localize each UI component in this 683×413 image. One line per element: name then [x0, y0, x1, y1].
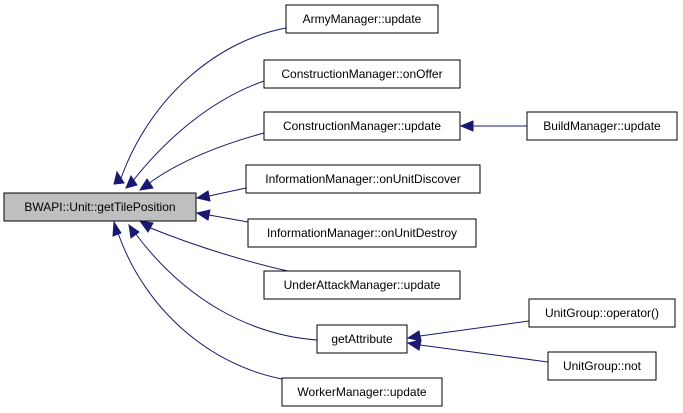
edge-info-discover-to-root [195, 187, 247, 202]
node-construction-update[interactable]: ConstructionManager::update [263, 111, 461, 141]
node-worker-update-box [281, 377, 443, 407]
node-info-destroy[interactable]: InformationManager::onUnitDestroy [247, 218, 477, 248]
node-army-update[interactable]: ArmyManager::update [285, 4, 439, 34]
node-unitgroup-not[interactable]: UnitGroup::not [547, 351, 657, 381]
node-underattack-update-box [263, 270, 461, 300]
node-get-attribute[interactable]: getAttribute [316, 324, 408, 354]
node-unitgroup-not-box [547, 351, 657, 381]
node-build-update[interactable]: BuildManager::update [526, 111, 678, 141]
node-unitgroup-operator-label: UnitGroup::operator() [545, 306, 659, 320]
edge-get-attribute-to-root [128, 223, 318, 341]
node-construction-onoffer[interactable]: ConstructionManager::onOffer [263, 59, 461, 89]
node-construction-onoffer-label: ConstructionManager::onOffer [281, 67, 442, 81]
node-info-discover-label: InformationManager::onUnitDiscover [265, 172, 460, 186]
node-construction-update-label: ConstructionManager::update [283, 119, 441, 133]
node-build-update-box [526, 111, 678, 141]
edge-unitgroup-operator-to-get-attribute [406, 320, 530, 342]
node-unitgroup-operator[interactable]: UnitGroup::operator() [528, 298, 676, 328]
edge-underattack-update-to-root [138, 220, 293, 273]
node-unitgroup-operator-box [528, 298, 676, 328]
node-get-attribute-box [316, 324, 408, 354]
node-worker-update-label: WorkerManager::update [297, 385, 427, 399]
node-info-discover[interactable]: InformationManager::onUnitDiscover [245, 164, 481, 194]
edge-unitgroup-not-to-get-attribute [406, 339, 549, 363]
edge-construction-update-to-root [138, 132, 265, 191]
node-unitgroup-not-label: UnitGroup::not [563, 359, 642, 373]
node-get-attribute-label: getAttribute [331, 332, 393, 346]
node-root-box [3, 192, 197, 222]
nodes: BWAPI::Unit::getTilePosition ArmyManager… [3, 4, 678, 407]
node-root[interactable]: BWAPI::Unit::getTilePosition [3, 192, 197, 222]
edge-info-destroy-to-root [195, 209, 249, 223]
node-underattack-update[interactable]: UnderAttackManager::update [263, 270, 461, 300]
edge-worker-update-to-root [112, 220, 283, 380]
node-army-update-box [285, 4, 439, 34]
node-underattack-update-label: UnderAttackManager::update [284, 278, 441, 292]
edge-construction-onoffer-to-root [125, 80, 265, 189]
node-construction-onoffer-box [263, 59, 461, 89]
node-root-label: BWAPI::Unit::getTilePosition [24, 200, 175, 214]
edge-army-update-to-root [113, 27, 287, 185]
node-info-destroy-label: InformationManager::onUnitDestroy [267, 226, 457, 240]
edges [112, 27, 549, 380]
node-construction-update-box [263, 111, 461, 141]
node-info-discover-box [245, 164, 481, 194]
node-info-destroy-box [247, 218, 477, 248]
edge-build-update-to-construction-update [459, 120, 527, 132]
node-build-update-label: BuildManager::update [543, 119, 661, 133]
node-army-update-label: ArmyManager::update [303, 12, 422, 26]
node-worker-update[interactable]: WorkerManager::update [281, 377, 443, 407]
